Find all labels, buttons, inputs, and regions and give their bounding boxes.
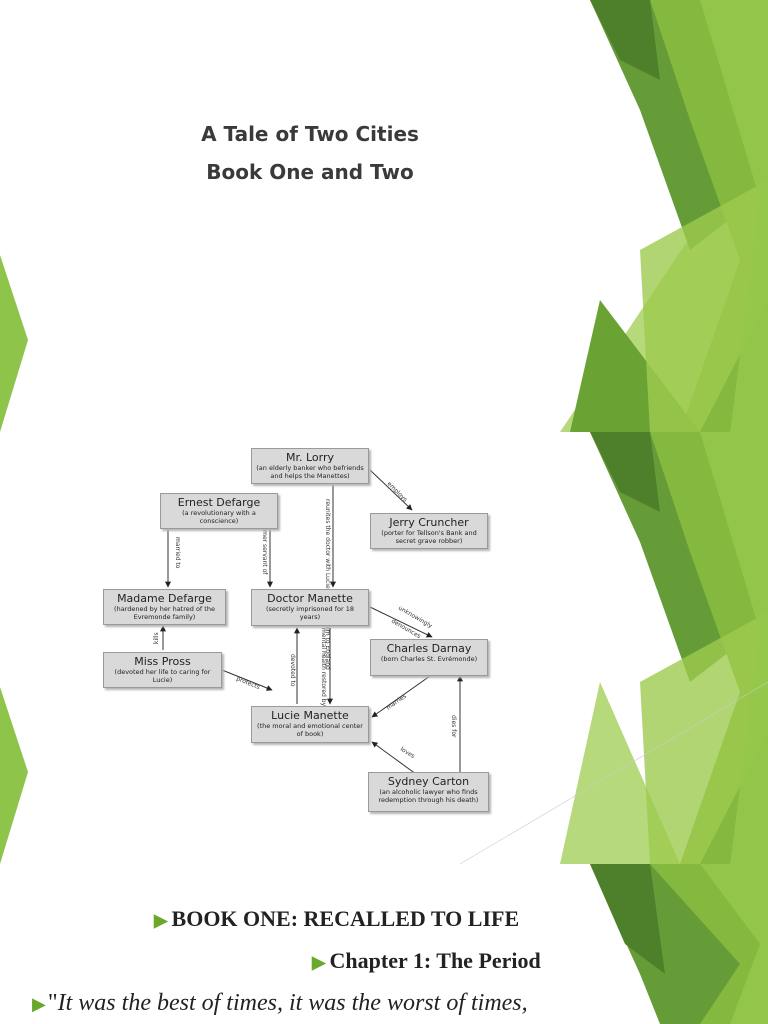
- edge-label-employs: employs: [386, 480, 409, 503]
- node-name: Jerry Cruncher: [389, 516, 469, 529]
- node-description: (devoted her life to caring for Lucie): [114, 668, 211, 684]
- node-name: Miss Pross: [134, 655, 191, 668]
- edge-employs: [369, 469, 413, 511]
- bullet-arrow-icon: ▶: [154, 910, 168, 930]
- node-charles-darnay: Charles Darnay (born Charles St. Evrémon…: [370, 639, 488, 676]
- node-miss-pross: Miss Pross (devoted her life to caring f…: [103, 652, 222, 688]
- node-sydney-carton: Sydney Carton (an alcoholic lawyer who f…: [368, 772, 489, 812]
- heading-book-one: ▶BOOK ONE: RECALLED TO LIFE: [154, 906, 519, 932]
- edge-marries: [371, 675, 431, 718]
- slide-book-one: ▶BOOK ONE: RECALLED TO LIFE ▶Chapter 1: …: [0, 864, 768, 1024]
- edge-label-kills: kills: [153, 632, 160, 644]
- edge-label-married-to: married to: [174, 537, 181, 569]
- slide-diagram: employs reunites the doctor with Lucie a…: [0, 432, 768, 864]
- node-mr-lorry: Mr. Lorry (an elderly banker who befrien…: [251, 448, 369, 484]
- heading-chapter-1-text: Chapter 1: The Period: [329, 948, 541, 973]
- edge-label-marries: marries: [385, 693, 408, 712]
- node-description: (secretly imprisoned for 18 years): [266, 605, 354, 621]
- node-description: (the moral and emotional center of book): [257, 722, 363, 738]
- slide-title-line1: A Tale of Two Cities: [201, 122, 419, 146]
- edge-label-dies-for: dies for: [450, 715, 457, 738]
- edge-label-reunites: reunites the doctor with Lucie and bring…: [324, 499, 331, 670]
- node-description: (porter for Tellson's Bank and secret gr…: [381, 529, 477, 545]
- bullet-arrow-icon: ▶: [312, 952, 326, 972]
- quote-text: It was the best of times, it was the wor…: [57, 990, 528, 1016]
- node-name: Sydney Carton: [387, 775, 470, 788]
- node-description: (born Charles St. Evrémonde): [380, 655, 478, 663]
- node-name: Madame Defarge: [117, 592, 212, 605]
- node-description: (hardened by her hatred of the Evremonde…: [114, 605, 215, 621]
- opening-quote: ▶"It was the best of times, it was the w…: [32, 990, 528, 1017]
- slide-title-line2: Book One and Two: [206, 160, 414, 184]
- edge-denounces: [369, 606, 433, 638]
- node-jerry-cruncher: Jerry Cruncher (porter for Tellson's Ban…: [370, 513, 488, 549]
- green-decoration-shapes: [0, 432, 768, 864]
- node-name: Ernest Defarge: [177, 496, 261, 509]
- node-description: (a revolutionary with a conscience): [182, 509, 256, 525]
- slide-title: A Tale of Two Cities Book One and Two: [0, 0, 768, 432]
- node-ernest-defarge: Ernest Defarge (a revolutionary with a c…: [160, 493, 278, 529]
- green-decoration-shapes: [590, 864, 768, 1024]
- edge-protects: [221, 669, 273, 691]
- node-description: (an elderly banker who befriends and hel…: [256, 464, 364, 480]
- edge-label-protects: protects: [235, 675, 260, 691]
- heading-book-one-text: BOOK ONE: RECALLED TO LIFE: [171, 906, 520, 931]
- edge-label-mental-health: mental health restored by: [320, 628, 327, 707]
- quote-open-mark: ": [47, 990, 58, 1016]
- node-lucie-manette: Lucie Manette (the moral and emotional c…: [251, 706, 369, 743]
- edge-label-devoted-to: devoted to: [289, 654, 296, 687]
- node-doctor-manette: Doctor Manette (secretly imprisoned for …: [251, 589, 369, 626]
- node-name: Doctor Manette: [267, 592, 353, 605]
- node-madame-defarge: Madame Defarge (hardened by her hatred o…: [103, 589, 226, 625]
- node-name: Charles Darnay: [386, 642, 472, 655]
- node-description: (an alcoholic lawyer who finds redemptio…: [378, 788, 479, 804]
- heading-chapter-1: ▶Chapter 1: The Period: [312, 948, 541, 974]
- edge-label-loves: loves: [399, 746, 416, 760]
- node-name: Lucie Manette: [271, 709, 349, 722]
- edge-loves: [371, 741, 421, 778]
- node-name: Mr. Lorry: [285, 451, 335, 464]
- edge-label-former-servant: former servant of: [261, 522, 268, 575]
- green-decoration-shapes: [0, 0, 768, 432]
- diagram-connectors: employs reunites the doctor with Lucie a…: [153, 469, 463, 778]
- bullet-arrow-icon: ▶: [32, 994, 46, 1014]
